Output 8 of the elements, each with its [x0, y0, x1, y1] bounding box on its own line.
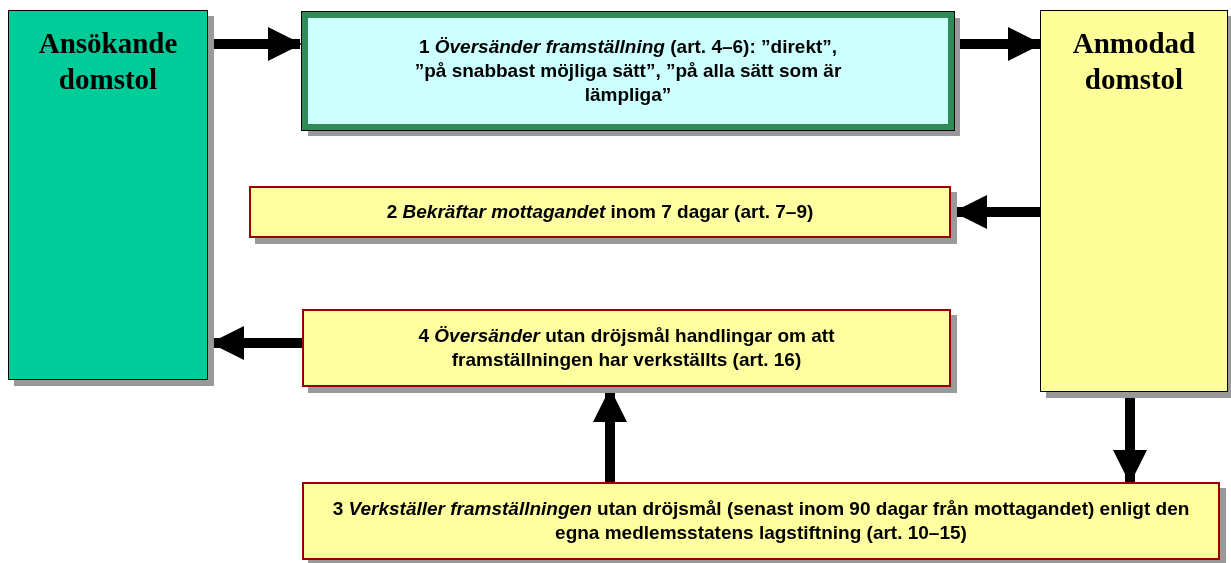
court-name: Ansökande domstol [37, 26, 179, 97]
step-text: 3 Verkställer framställningen utan dröjsmål (senast inom 90 dagar från mottagandet) enligt den egna medlemsstatens lagstiftning (art. 10–15) [331, 497, 1191, 545]
court-name: Anmodad domstol [1071, 26, 1197, 97]
step-text: 1 Översänder framställning (art. 4–6): ”direkt”, ”på snabbast möjliga sätt”, ”på alla sätt som är lämpliga” [413, 35, 843, 107]
step-text: 4 Översänder utan dröjsmål handlingar om att framställningen har verkställts (art. 16) [417, 324, 836, 372]
step-text: 2 Bekräftar mottagandet inom 7 dagar (art. 7–9) [385, 200, 815, 224]
arrow [957, 27, 1042, 61]
arrow [212, 27, 302, 61]
